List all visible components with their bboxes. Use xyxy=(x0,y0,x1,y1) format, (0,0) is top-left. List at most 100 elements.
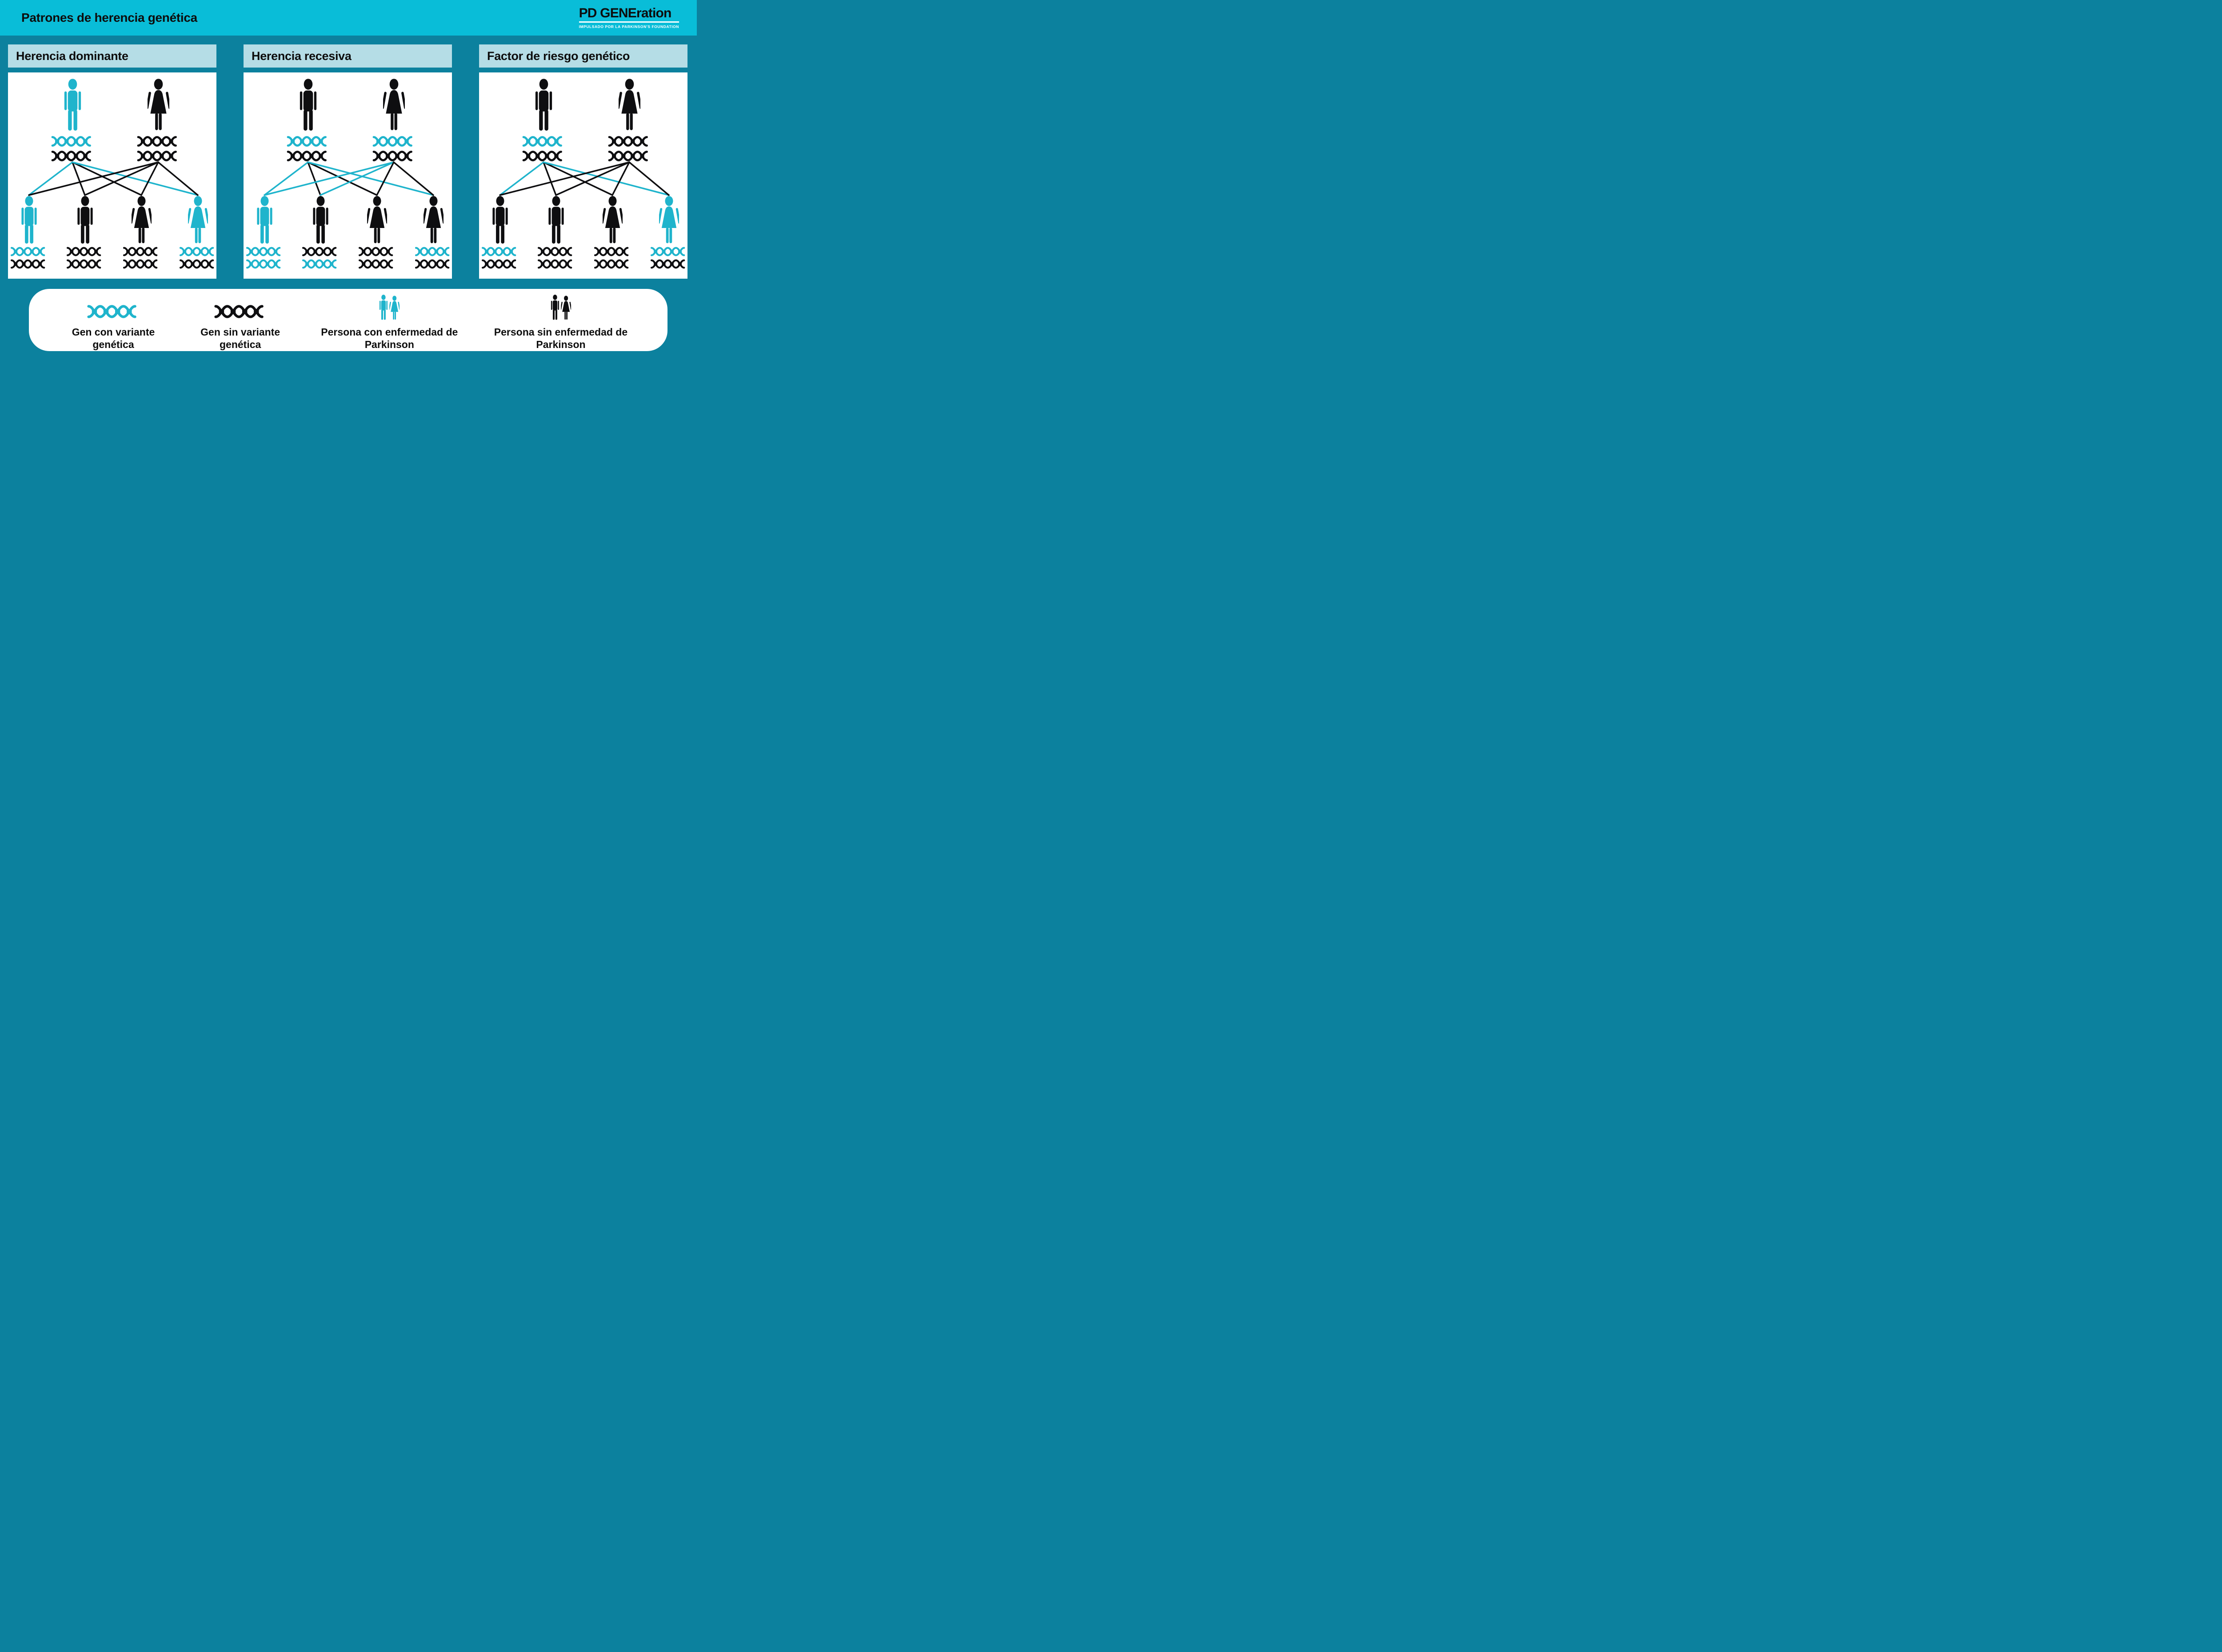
child-4-gene-2-icon xyxy=(414,258,452,270)
child-4-gene-1-icon xyxy=(178,246,216,257)
child-3-gene-1-icon xyxy=(593,246,632,257)
child-3-figure xyxy=(132,196,152,244)
panel-herencia-dominante: Herencia dominante xyxy=(8,44,216,279)
child-2-genes xyxy=(65,246,104,270)
child-2-genes xyxy=(536,246,575,270)
child-3-genes xyxy=(122,246,161,270)
child-3-gene-2-icon xyxy=(122,258,161,270)
mother-to-child-3-line xyxy=(611,161,630,196)
mother-genes xyxy=(607,135,651,163)
infographic: Patrones de herencia genética PD GENErat… xyxy=(0,0,697,360)
father-to-child-3-line xyxy=(307,161,378,196)
child-1-column xyxy=(244,196,285,270)
mother-gene-2-icon xyxy=(607,149,651,163)
main-area: Herencia dominante Herencia recesiva Facto… xyxy=(0,36,697,360)
people-affected-icon-box xyxy=(378,294,400,320)
child-2-figure xyxy=(311,196,331,244)
mother-to-child-4-line xyxy=(628,161,670,196)
father-column xyxy=(48,79,97,163)
mother-genes xyxy=(136,135,180,163)
child-2-gene-1-icon xyxy=(301,246,340,257)
mother-gene-2-icon xyxy=(372,149,416,163)
father-to-child-3-line xyxy=(543,161,613,196)
panel-body xyxy=(244,72,452,279)
people-affected-icon xyxy=(378,295,400,320)
legend-item-dna-variant: Gen con variante genética xyxy=(56,294,171,351)
people-unaffected-icon-box xyxy=(550,294,572,320)
mother-to-child-1-line xyxy=(264,161,395,196)
panel-title: Herencia recesiva xyxy=(252,49,352,63)
child-4-figure xyxy=(188,196,208,244)
legend-label: Persona con enfermedad de Parkinson xyxy=(321,326,458,350)
father-gene-2-icon xyxy=(521,149,566,163)
panels-row: Herencia dominante Herencia recesiva Facto… xyxy=(0,36,697,279)
mother-column xyxy=(133,79,183,163)
father-column xyxy=(283,79,333,163)
pd-generation-logo: PD GENEration IMPULSADO POR LA PARKINSON… xyxy=(579,7,679,29)
child-3-gene-2-icon xyxy=(357,258,396,270)
father-to-child-1-line xyxy=(499,161,544,196)
mother-column xyxy=(604,79,654,163)
father-gene-1-icon xyxy=(50,135,95,148)
child-1-figure xyxy=(490,196,510,244)
child-4-gene-2-icon xyxy=(649,258,687,270)
child-1-gene-1-icon xyxy=(9,246,48,257)
top-bar: Patrones de herencia genética PD GENErat… xyxy=(0,0,697,36)
mother-gene-1-icon xyxy=(372,135,416,148)
mother-to-child-3-line xyxy=(140,161,159,196)
child-4-figure xyxy=(424,196,444,244)
father-gene-2-icon xyxy=(50,149,95,163)
mother-to-child-2-line xyxy=(555,161,630,196)
child-2-gene-2-icon xyxy=(536,258,575,270)
panel-factor-de-riesgo-genetico: Factor de riesgo genético xyxy=(479,44,687,279)
child-4-genes xyxy=(178,246,216,270)
father-to-child-2-line xyxy=(307,161,321,196)
child-1-genes xyxy=(480,246,520,270)
child-1-column xyxy=(8,196,49,270)
mother-to-child-3-line xyxy=(376,161,395,196)
child-1-column xyxy=(480,196,520,270)
panel-herencia-recesiva: Herencia recesiva xyxy=(244,44,452,279)
child-3-column xyxy=(592,196,633,270)
father-column xyxy=(519,79,568,163)
dna-variant-icon xyxy=(87,303,140,320)
father-to-child-1-line xyxy=(264,161,309,196)
mother-gene-2-icon xyxy=(136,149,180,163)
child-2-column xyxy=(300,196,341,270)
legend-label: Gen con variante genética xyxy=(72,326,155,350)
child-4-figure xyxy=(659,196,679,244)
mother-to-child-2-line xyxy=(320,161,395,196)
legend-item-dna-normal: Gen sin variante genética xyxy=(183,294,298,351)
child-3-genes xyxy=(593,246,632,270)
child-1-gene-1-icon xyxy=(245,246,284,257)
panel-body xyxy=(8,72,216,279)
child-4-column xyxy=(413,196,452,270)
child-3-column xyxy=(356,196,397,270)
logo-tagline: IMPULSADO POR LA PARKINSON'S FOUNDATION xyxy=(579,24,679,29)
panel-title: Herencia dominante xyxy=(16,49,128,63)
child-1-gene-2-icon xyxy=(480,258,520,270)
child-3-figure xyxy=(603,196,623,244)
father-gene-1-icon xyxy=(521,135,566,148)
mother-column xyxy=(369,79,419,163)
child-4-column xyxy=(177,196,216,270)
child-2-column xyxy=(64,196,105,270)
mother-figure xyxy=(619,79,640,131)
inheritance-lines xyxy=(264,161,434,196)
logo-brand: PD GENEration xyxy=(579,6,672,20)
panel-header: Herencia dominante xyxy=(8,44,216,68)
mother-gene-1-icon xyxy=(136,135,180,148)
mother-to-child-4-line xyxy=(157,161,199,196)
panel-header: Herencia recesiva xyxy=(244,44,452,68)
father-genes xyxy=(50,135,95,163)
mother-to-child-4-line xyxy=(393,161,434,196)
child-1-figure xyxy=(255,196,275,244)
dna-variant-icon-box xyxy=(87,294,140,320)
child-1-figure xyxy=(19,196,39,244)
child-3-gene-2-icon xyxy=(593,258,632,270)
mother-genes xyxy=(372,135,416,163)
father-to-child-4-line xyxy=(72,161,199,196)
child-2-figure xyxy=(546,196,566,244)
dna-normal-icon-box xyxy=(214,294,267,320)
child-3-gene-1-icon xyxy=(357,246,396,257)
